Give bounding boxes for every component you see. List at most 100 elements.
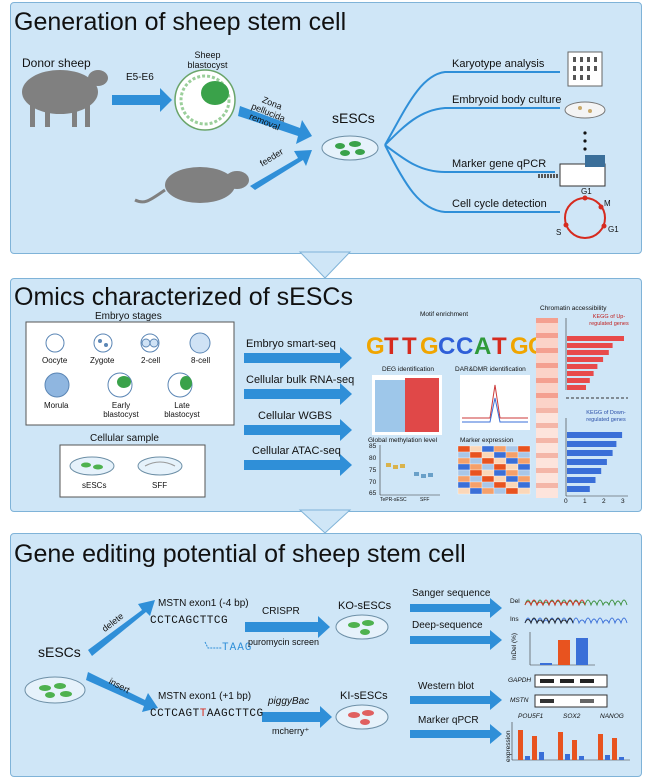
chromatin-title: Chromatin accessibility [540, 305, 607, 312]
method-smartseq: Embryo smart-seq [246, 338, 336, 350]
chromatin-stripe [536, 328, 558, 333]
heatmap-cell [481, 463, 495, 471]
kegg-up-bar-0 [567, 336, 624, 341]
deep-seq-label: Deep-sequence [412, 620, 483, 631]
chromatin-stripe [536, 353, 558, 358]
chromatin-stripe [536, 418, 558, 423]
del-label: Del [510, 598, 520, 605]
connector-arrow-1 [298, 251, 352, 279]
qpcr-bar [605, 755, 610, 760]
ko-cells-label: KO-sESCs [338, 600, 392, 612]
stage-late-blastocyst: Late blastocyst [164, 401, 200, 419]
gene-pou5f1: POU5F1 [518, 713, 544, 720]
cycle-label-g1-top: G1 [581, 187, 592, 196]
heatmap-cell [481, 475, 495, 483]
kegg-up-title: KEGG of Up-regulated genes [589, 314, 629, 327]
stage-2cell: 2-cell [141, 356, 161, 365]
heatmap-cell [505, 475, 519, 483]
stage-morula: Morula [44, 401, 69, 410]
chromatin-stripe [536, 388, 558, 393]
heatmap-cell [469, 481, 483, 489]
ki-seq-part-a: CCTCAGT [150, 708, 200, 720]
western-label: Western blot [418, 681, 474, 692]
heatmap-cell [469, 457, 483, 465]
mouse-icon [134, 167, 249, 204]
chromatin-stripe [536, 453, 558, 458]
deletion-marker [204, 641, 222, 649]
meth-ytick-70: 70 [369, 479, 377, 486]
kegg-down-bar-1 [567, 441, 617, 447]
omics-method-arrows [244, 347, 352, 476]
heatmap-cell [517, 487, 531, 495]
qpcr-bar [565, 754, 570, 760]
method-bulk-rnaseq: Cellular bulk RNA-seq [246, 374, 355, 386]
chromatin-stripe [536, 483, 558, 488]
chromatin-stripe [536, 378, 558, 383]
cycle-label-m: M [604, 199, 611, 208]
arrow-piggybac [262, 706, 332, 728]
heatmap-cell [517, 469, 531, 477]
heatmap-cell [493, 487, 507, 495]
heatmap-cell [517, 451, 531, 459]
heatmap-cell [517, 445, 531, 453]
chromatin-accessibility-heatmap [536, 318, 558, 498]
cell-cycle-icon [563, 195, 607, 239]
qpcr-bar [525, 756, 530, 760]
heatmap-cell [457, 469, 471, 477]
kegg-xtick-0: 0 [564, 498, 568, 505]
mcherry-label: mcherry⁺ [272, 726, 310, 736]
qpcr-bar [612, 738, 617, 760]
kegg-up-bar-3 [567, 357, 604, 362]
ki-sequence: CCTCAGTTAAGCTTCG [150, 708, 264, 720]
chromatin-stripe [536, 343, 558, 348]
chromatin-stripe [536, 473, 558, 478]
chromatin-stripe [536, 448, 558, 453]
section3-title: Gene editing potential of sheep stem cel… [14, 540, 466, 568]
qpcr-bar [579, 756, 584, 760]
stage-label: E5-E6 [126, 72, 154, 83]
piggybac-label: piggyBac [268, 696, 310, 707]
chromatin-stripe [536, 368, 558, 373]
kegg-down-bar-4 [567, 468, 602, 474]
motif-letter-8: G [510, 333, 529, 360]
heatmap-cell [493, 475, 507, 483]
sescs-left-label: sESCs [38, 644, 81, 660]
heatmap-cell [481, 457, 495, 465]
ko-exon-label: MSTN exon1 (-4 bp) [158, 598, 249, 609]
chromatin-stripe [536, 433, 558, 438]
heatmap-cell [457, 475, 471, 483]
gapdh-label: GAPDH [508, 677, 532, 684]
heatmap-cell [469, 463, 483, 471]
chromatin-stripe [536, 413, 558, 418]
heatmap-cell [493, 451, 507, 459]
sanger-label: Sanger sequence [412, 588, 491, 599]
kegg-xtick-3: 3 [621, 498, 625, 505]
chromatin-stripe [536, 488, 558, 493]
chromatin-stripe [536, 493, 558, 498]
methylation-title: Global methylation level [368, 437, 438, 444]
blastocyst-label: Sheep blastocyst [187, 50, 228, 70]
chromatin-stripe [536, 373, 558, 378]
chromatin-stripe [536, 383, 558, 388]
chromatin-stripe [536, 403, 558, 408]
meth-xlabel-sesc: TePR-sESC [380, 497, 407, 503]
arrow-zona-removal [238, 106, 312, 144]
qpcr-bar [518, 730, 523, 760]
sesc-dish-icon [321, 135, 379, 161]
stage-zygote: Zygote [90, 356, 115, 365]
motif-letter-0: G [366, 333, 385, 360]
qpcr-bar [572, 740, 577, 760]
chromatin-stripe [536, 423, 558, 428]
assay-branches [384, 71, 560, 213]
kegg-up-bar-5 [567, 371, 594, 376]
heatmap-cell [505, 487, 519, 495]
heatmap-cell [469, 451, 483, 459]
heatmap-cell [517, 475, 531, 483]
chromatin-stripe [536, 428, 558, 433]
expression-axis-label: expression [505, 730, 512, 762]
sample-sescs: sESCs [82, 481, 107, 490]
deg-title: DEG identification [382, 366, 435, 373]
cellular-sample-header: Cellular sample [90, 433, 159, 444]
